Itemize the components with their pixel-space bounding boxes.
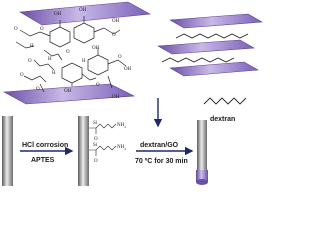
dextran-molecule [15,16,127,93]
aptes-rod-icon [78,116,89,186]
oh-label: OH [64,89,72,94]
coated-rod-icon [197,120,207,172]
dextran-legend-icon [203,97,247,105]
bare-rod-icon [2,116,13,186]
aptes-groups [89,123,117,156]
hcl-corrosion-label: HCl corrosion [22,142,68,149]
go-sheet-icon [169,61,259,77]
dextran-chain-icon [161,57,235,63]
oh-label: OH [112,19,120,24]
h-label: H [48,57,52,62]
oh-label: OH [79,8,87,13]
dextran-legend: dextran [203,97,247,123]
dextran-chain-icon [175,33,249,39]
go-sheet-bottom-icon [2,83,136,105]
go-sheet-icon [156,39,256,55]
si-label: Si [93,143,98,148]
oh-label: OH [112,95,120,100]
h-label: H [82,59,86,64]
si-label: Si [93,121,98,126]
process-row: HCl corrosion APTES Si O Si O NH2 NH2 de… [2,116,208,186]
go-dextran-composite: OH OH OH O O O H O OH H O O H O H O OH O… [2,1,151,105]
o-label: O [112,33,116,38]
go-sheet-icon [169,13,263,29]
o-label: O [28,59,32,64]
nh2-label: NH2 [117,123,126,129]
dextran-go-label: dextran/GO [140,142,179,149]
o-label: O [40,27,44,32]
o-label: O [94,159,98,164]
nh2-label: NH2 [117,145,126,151]
oh-label: OH [92,46,100,51]
go-dextran-mixture [156,13,263,77]
o-label: O [20,73,24,78]
coating-tip-icon [196,179,208,185]
go-sheet-top-icon [19,1,151,26]
oh-label: OH [124,67,132,72]
o-label: O [36,87,40,92]
o-label: O [96,83,100,88]
o-label: O [94,137,98,142]
aptes-label: APTES [31,157,55,164]
diagram-canvas: OH OH OH O O O H O OH H O O H O H O OH O… [2,1,263,186]
coating-layer-icon [196,170,208,182]
dextran-legend-label: dextran [210,116,235,123]
oh-label: OH [54,12,62,17]
atom-labels: OH OH OH O O O H O OH H O O H O H O OH O… [14,8,132,100]
o-label: O [66,50,70,55]
o-label: O [14,27,18,32]
schematic-diagram: OH OH OH O O O H O OH H O O H O H O OH O… [2,1,263,186]
h-label: H [30,44,34,49]
reaction-condition-label: 70 ºC for 30 min [135,158,188,165]
o-label: O [118,55,122,60]
h-label: H [52,71,56,76]
